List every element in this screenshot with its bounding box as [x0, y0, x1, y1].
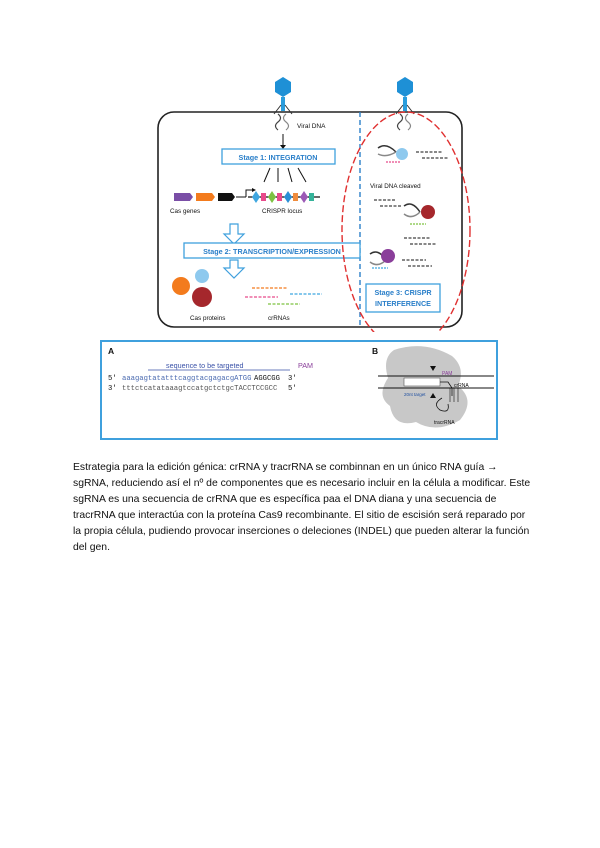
- integration-arrows: [263, 167, 307, 183]
- viral-dna-label: Viral DNA: [297, 123, 326, 130]
- viral-dna-cleaved-label: Viral DNA cleaved: [370, 183, 421, 190]
- stage3-box: [365, 283, 441, 313]
- interference-highlight: [341, 111, 471, 332]
- crispr-stages-figure: Viral DNA Stage 1: INTEGRATION: [150, 70, 475, 332]
- crrna-lines: [245, 287, 322, 305]
- strand-top-target: aaagagtatatttcaggtacgagacgATGG: [122, 375, 251, 383]
- strand-top-rest: AGGCGG: [254, 375, 280, 383]
- dna-fragments-1: [416, 151, 448, 159]
- cell-boundary: [157, 111, 463, 328]
- cas-protein-orange: [172, 277, 190, 295]
- stage1-box: [221, 148, 336, 165]
- strand-top-prime3: 3': [288, 375, 297, 383]
- strand-bottom-prime5: 5': [288, 385, 297, 393]
- cas9-complex-diagram: [378, 346, 494, 428]
- b-crrna-label: crRNA: [454, 383, 469, 389]
- cas-proteins-label: Cas proteins: [190, 315, 225, 322]
- stage2-arrow: [222, 223, 246, 245]
- stage3-label-line2: INTERFERENCE: [375, 299, 431, 308]
- crispr-locus: [248, 191, 320, 203]
- panel-a-label: A: [108, 346, 114, 356]
- cas-genes: [174, 188, 256, 201]
- strand-top-prime5: 5': [108, 375, 117, 383]
- dna-cleavage-complex-3: [369, 249, 395, 269]
- pam-label: PAM: [298, 361, 313, 370]
- b-tracrrna-label: tracrRNA: [434, 420, 455, 426]
- cas-genes-label: Cas genes: [170, 208, 200, 215]
- stage2-box: [183, 242, 361, 259]
- panel-b-label: B: [372, 346, 378, 356]
- sgrna-targeting-figure: A B sequence to be targeted PAM 5' aaaga…: [100, 340, 498, 440]
- stage3-label-line1: Stage 3: CRISPR: [374, 288, 432, 297]
- stage2-label: Stage 2: TRANSCRIPTION/EXPRESSION: [203, 247, 341, 256]
- stage2-down-arrow: [222, 259, 246, 279]
- cas-protein-blue: [195, 269, 209, 283]
- dna-fragments-3: [402, 259, 432, 267]
- stage1-label: Stage 1: INTEGRATION: [239, 153, 318, 162]
- strand-bottom-prime3: 3': [108, 385, 117, 393]
- figure-caption: Estrategia para la edición génica: crRNA…: [73, 462, 531, 553]
- dna-fragments-2: [374, 199, 436, 245]
- crrnas-label: crRNAs: [268, 315, 290, 322]
- phage-icon: [273, 77, 293, 131]
- cas-protein-red: [192, 287, 212, 307]
- phage-icon-right: [395, 77, 415, 131]
- strand-bottom-seq: tttctcatataaagtccatgctctgcTACCTCCGCC: [122, 385, 278, 393]
- b-target-label: 20nt target: [404, 392, 426, 397]
- b-pam-label: PAM: [442, 371, 452, 377]
- sequence-title: sequence to be targeted: [166, 361, 244, 370]
- dna-cleavage-complex-2: [403, 203, 435, 225]
- crispr-locus-label: CRISPR locus: [262, 208, 302, 215]
- dna-cleavage-complex-1: [377, 145, 408, 163]
